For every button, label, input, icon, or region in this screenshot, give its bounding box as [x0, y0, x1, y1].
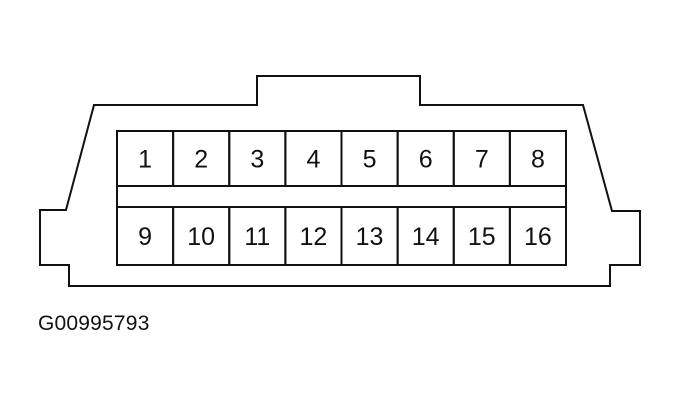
pin-label-8: 8	[531, 146, 545, 174]
connector-housing-outline	[39, 75, 641, 287]
pin-label-1: 1	[138, 146, 152, 174]
pin-label-15: 15	[468, 223, 496, 251]
pin-label-16: 16	[524, 223, 552, 251]
pin-label-14: 14	[412, 223, 440, 251]
pin-label-6: 6	[419, 146, 433, 174]
pin-label-9: 9	[138, 223, 152, 251]
pin-label-12: 12	[300, 223, 328, 251]
pin-label-10: 10	[187, 223, 215, 251]
pin-label-13: 13	[356, 223, 384, 251]
pin-label-7: 7	[475, 146, 489, 174]
pin-label-3: 3	[250, 146, 264, 174]
pin-label-11: 11	[244, 223, 270, 251]
figure-id-label: G00995793	[38, 312, 150, 335]
pin-cell-16	[508, 206, 567, 266]
pin-label-2: 2	[194, 146, 208, 174]
pin-label-5: 5	[363, 146, 377, 174]
pin-cell-8	[508, 130, 567, 187]
pin-label-4: 4	[306, 146, 320, 174]
